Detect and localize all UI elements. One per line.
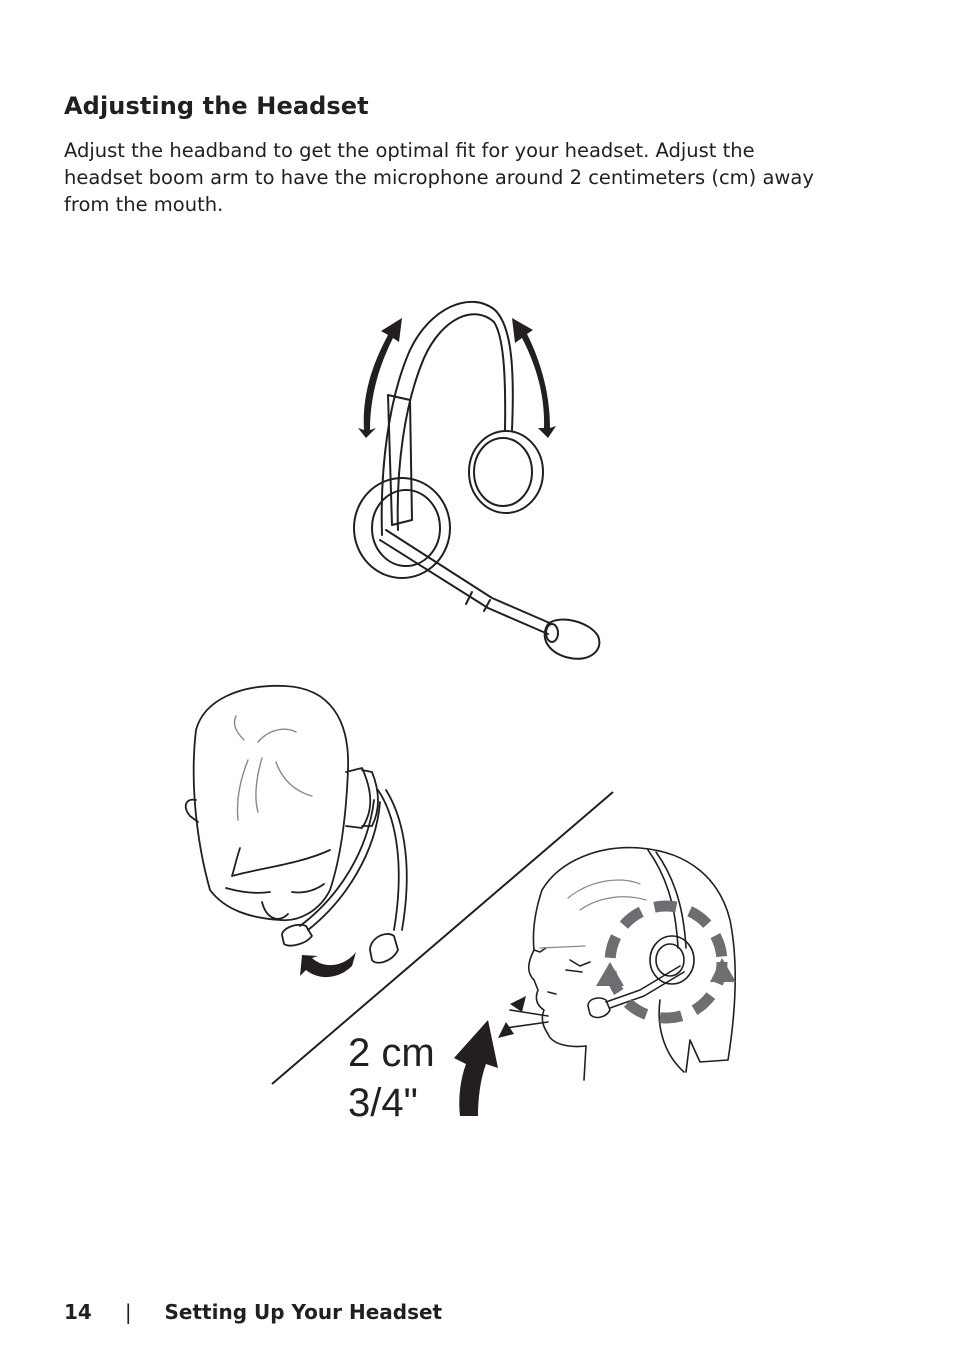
distance-imperial-label: 3/4" xyxy=(348,1081,418,1125)
headband-adjust-arrows xyxy=(358,318,556,438)
page-footer: 14 | Setting Up Your Headset xyxy=(64,1300,442,1324)
section-heading: Adjusting the Headset xyxy=(64,92,369,120)
headset-adjustment-illustration: 2 cm 3/4" xyxy=(184,300,736,1125)
divider-line xyxy=(271,791,614,1085)
distance-metric-label: 2 cm xyxy=(348,1031,435,1075)
page-number: 14 xyxy=(64,1300,92,1324)
footer-separator: | xyxy=(124,1300,132,1324)
footer-section-title: Setting Up Your Headset xyxy=(164,1300,443,1324)
headset-drawing xyxy=(353,300,601,660)
instruction-paragraph: Adjust the headband to get the optimal f… xyxy=(64,139,814,216)
distance-markers-icon xyxy=(498,996,526,1038)
head-side-view-drawing xyxy=(505,846,736,1081)
up-arrow-icon xyxy=(454,1020,498,1116)
boom-rotation-indicator xyxy=(596,900,736,1024)
head-top-view-drawing xyxy=(184,684,408,964)
rotation-arrow-icon xyxy=(300,952,356,978)
